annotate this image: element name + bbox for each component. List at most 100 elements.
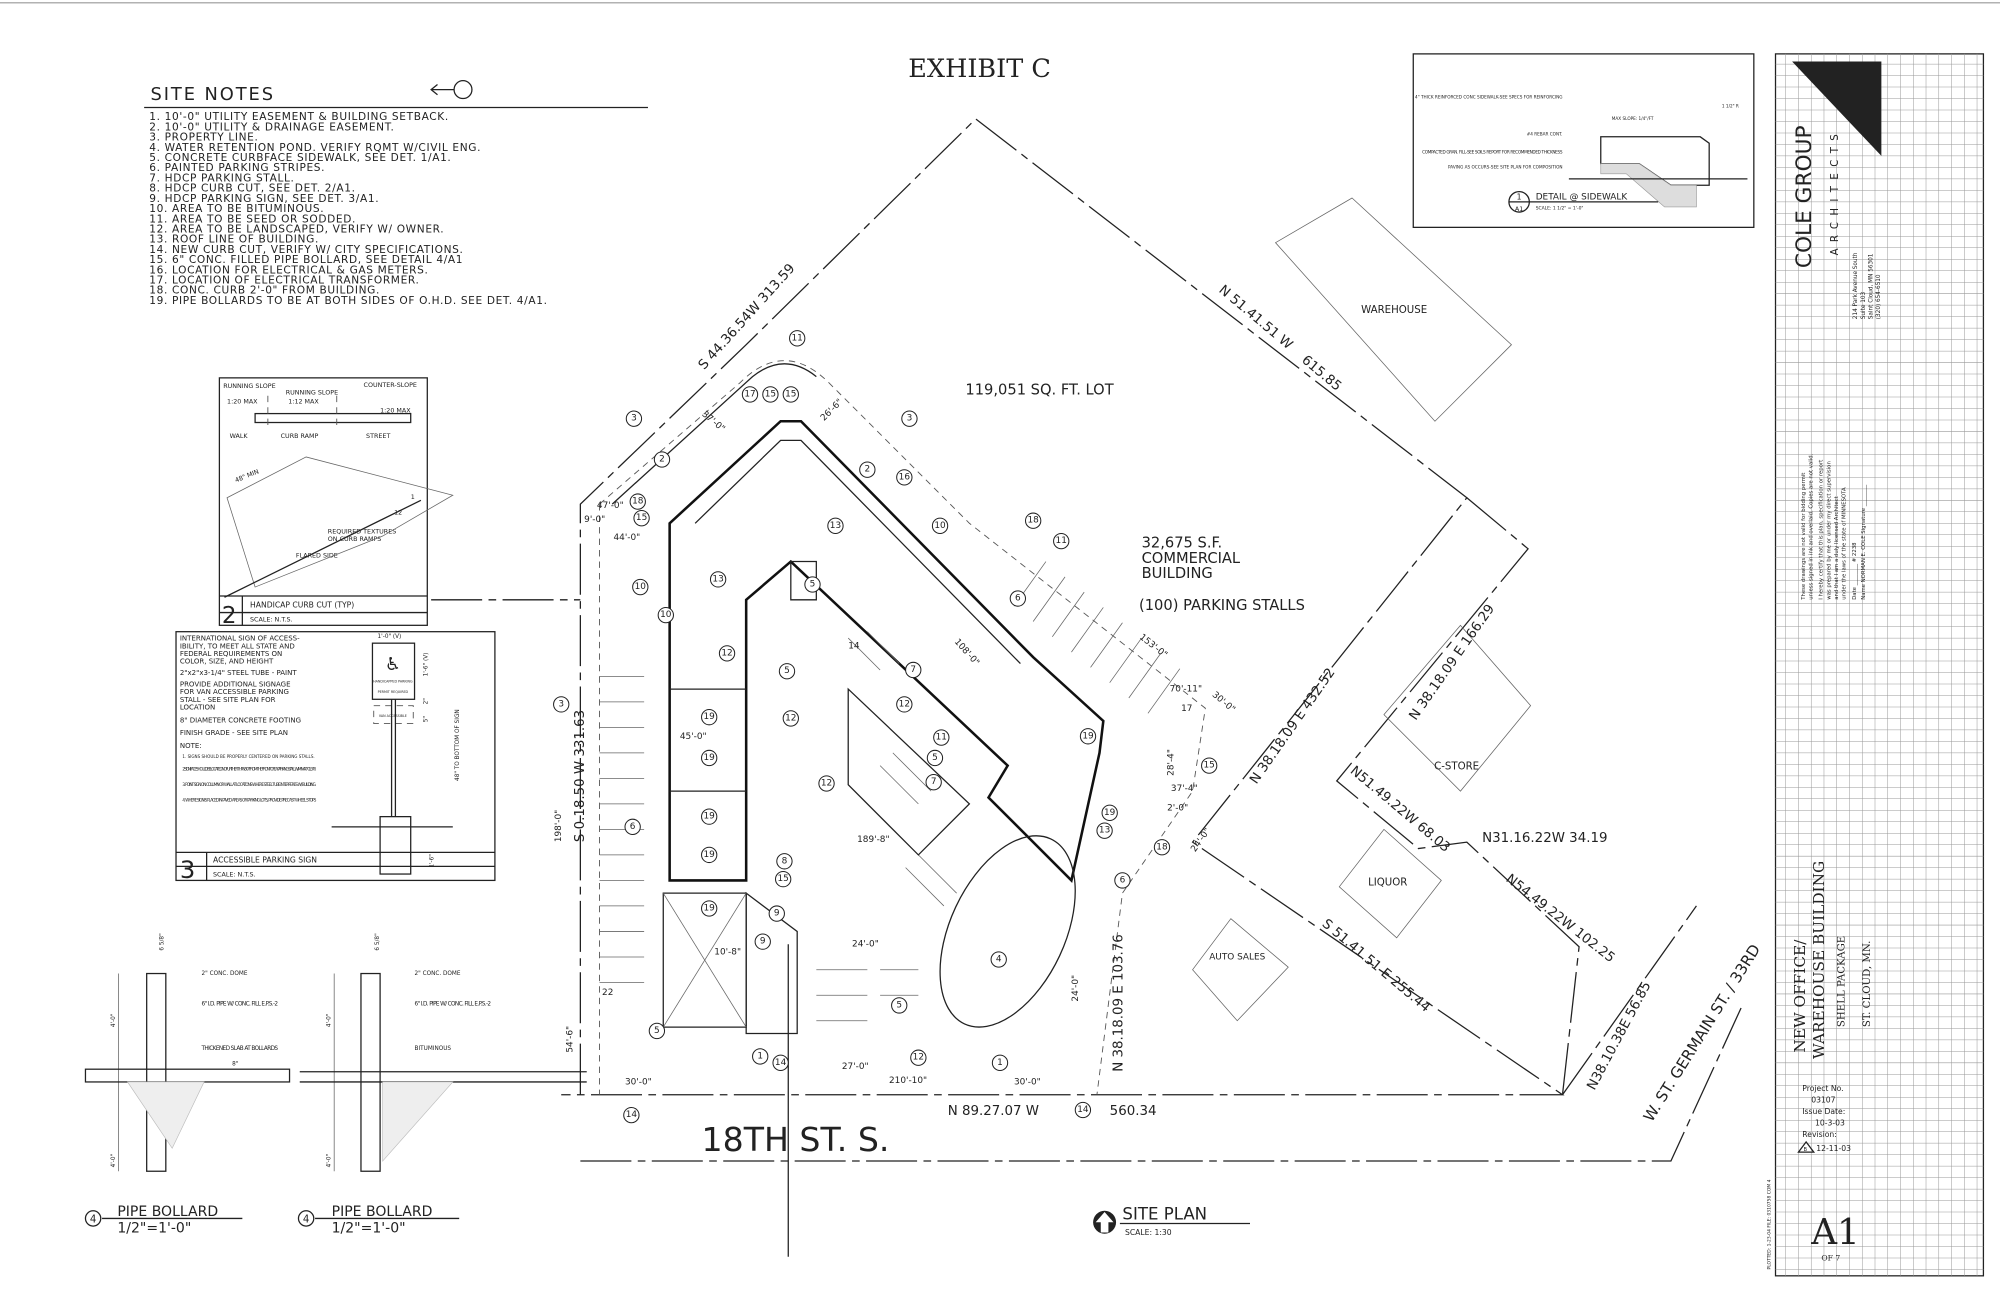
- detail-label: FEDERAL REQUIREMENTS ON: [180, 649, 282, 658]
- callout-marker: 16: [896, 469, 913, 486]
- callout-marker: 15: [782, 386, 799, 403]
- callout-number: 13: [830, 521, 841, 531]
- firm-address: Suite 103: [1861, 291, 1867, 319]
- revision-label: Revision:: [1802, 1130, 1837, 1139]
- dimension-label: 27'-0": [842, 1062, 869, 1072]
- callout-circle: [553, 696, 570, 713]
- callout-number: 10: [660, 610, 672, 620]
- building-footprint: [668, 419, 1105, 883]
- dim-label: 8": [232, 1061, 239, 1067]
- revision-mark: B: [1804, 1147, 1808, 1153]
- detail-label: STALL - SEE SITE PLAN FOR: [180, 695, 276, 704]
- callout-number: 4: [996, 954, 1002, 964]
- dim-label: 6 5/8": [159, 933, 165, 951]
- callout-circle: [1096, 822, 1113, 839]
- callout-circle: [990, 951, 1007, 968]
- firm-address: 214 Park Avenue South: [1853, 252, 1859, 319]
- bearing-label: N51.49.22W 68.03: [1347, 764, 1453, 856]
- neighbor-warehouse: [1274, 197, 1513, 422]
- callout-circle: [789, 330, 806, 347]
- callout-number: 3: [907, 414, 913, 424]
- callout-number: 16: [899, 472, 911, 482]
- callout-marker: 18: [629, 493, 646, 510]
- callout-marker: 2: [859, 461, 876, 478]
- callout-number: 3: [558, 699, 564, 709]
- callout-circle: [1009, 590, 1027, 607]
- bollard-label: 2" CONC. DOME: [415, 971, 461, 977]
- callout-marker: 6: [1114, 872, 1131, 889]
- dimension-label: 47'-0": [597, 501, 624, 511]
- callout-marker: 4: [990, 951, 1007, 968]
- detail-label: IBILITY, TO MEET ALL STATE AND: [180, 641, 295, 650]
- callout-number: 6: [1120, 875, 1126, 885]
- callout-number: 13: [712, 574, 723, 584]
- bearing-label: S 44.36.54W 313.59: [696, 261, 799, 373]
- callout-number: 2: [865, 465, 871, 475]
- site-note: 19. PIPE BOLLARDS TO BE AT BOTH SIDES OF…: [149, 295, 547, 307]
- callout-circle: [629, 493, 646, 510]
- callout-number: 8: [782, 856, 788, 866]
- callout-number: 12: [913, 1053, 924, 1063]
- detail-handicap-curb-cut: RUNNING SLOPE 1:20 MAX RUNNING SLOPE 1:1…: [218, 377, 454, 629]
- callout-number: 10: [635, 582, 647, 592]
- callout-marker: 3: [553, 696, 570, 713]
- callout-circle: [891, 997, 908, 1014]
- callout-marker: 9: [768, 905, 785, 922]
- callout-circle: [718, 645, 736, 662]
- dimension-label: 45'-0": [680, 732, 707, 742]
- detail-pipe-bollard-slab: 6 5/8" 2" CONC. DOME 6" I.D. PIPE W/ CON…: [84, 933, 291, 1236]
- detail-scale: SCALE: N.T.S.: [213, 871, 256, 879]
- dim-label: 1'-0" (V): [378, 634, 402, 640]
- dimension-label: 24'-0": [1189, 826, 1213, 854]
- callout-circle: [657, 606, 674, 624]
- callout-circle: [1101, 804, 1118, 821]
- project-location: ST. CLOUD, MN.: [1862, 941, 1873, 1027]
- callout-marker: 15: [1201, 757, 1218, 774]
- detail-label: 48" MIN: [234, 467, 261, 484]
- callout-circle: [818, 775, 835, 792]
- callout-circle: [931, 517, 949, 534]
- bollard-label: 6" I.D. PIPE W/ CONC. FILL E.P.S.-2: [202, 1001, 279, 1007]
- site-note: 11. AREA TO BE SEED OR SODDED.: [149, 213, 356, 225]
- dimension-label: 210'-10": [889, 1076, 927, 1086]
- street-name: 18TH ST. S.: [702, 1120, 890, 1159]
- dimension-label: 14: [848, 641, 860, 651]
- callout-circle: [804, 576, 821, 593]
- callout-marker: 9: [754, 933, 771, 950]
- callout-circle: [709, 571, 727, 588]
- callout-circle: [896, 469, 913, 486]
- neighbor-label: C-STORE: [1434, 761, 1479, 772]
- bollard-label: THICKENED SLAB AT BOLLARDS: [201, 1046, 279, 1052]
- callout-marker: 1: [752, 1048, 769, 1065]
- detail-label: REQUIRED TEXTURES: [328, 527, 397, 535]
- site-note: 18. CONC. CURB 2'-0" FROM BUILDING.: [149, 285, 380, 297]
- callout-marker: 10: [931, 517, 949, 534]
- callout-circle: [1153, 839, 1171, 856]
- site-note: 3. PROPERTY LINE.: [149, 132, 258, 144]
- callout-circle: [701, 846, 718, 864]
- detail-scale: SCALE: 1 1/2" = 1'-0": [1536, 206, 1584, 212]
- callout-number: 19: [1082, 731, 1094, 741]
- callout-marker: 5: [926, 749, 944, 767]
- certification-text: unless signed in ink and overlaid. Copie…: [1809, 453, 1815, 599]
- callout-marker: 15: [775, 870, 792, 888]
- callout-circle: [775, 870, 792, 888]
- callout-marker: 11: [933, 729, 950, 746]
- callout-number: 19: [704, 753, 716, 763]
- site-notes: SITE NOTES 1. 10'-0" UTILITY EASEMENT & …: [144, 80, 648, 307]
- dimension-label: 9'-0": [584, 515, 605, 525]
- bollard-label: 2" CONC. DOME: [202, 971, 248, 977]
- dimension-label: 54'-6": [566, 1026, 576, 1053]
- callout-number: 1: [997, 1058, 1003, 1068]
- callout-number: 19: [1104, 808, 1116, 818]
- callout-circle: [752, 1048, 769, 1065]
- detail-number: 3: [180, 856, 195, 884]
- callout-marker: 11: [789, 330, 806, 347]
- firm-address: Saint Cloud, MN 56301: [1868, 253, 1874, 319]
- plot-stamp: PLOTTED: 1-23-04 FILE: 0310758 COM 4: [1766, 1179, 1772, 1269]
- callout-marker: 5: [804, 576, 821, 593]
- dimension-label: 44'-0": [614, 533, 641, 543]
- dim-label: 1'-6" (V): [423, 653, 429, 677]
- dimension-label: 17: [1181, 704, 1192, 714]
- detail-scale: 1/2"=1'-0": [332, 1220, 406, 1236]
